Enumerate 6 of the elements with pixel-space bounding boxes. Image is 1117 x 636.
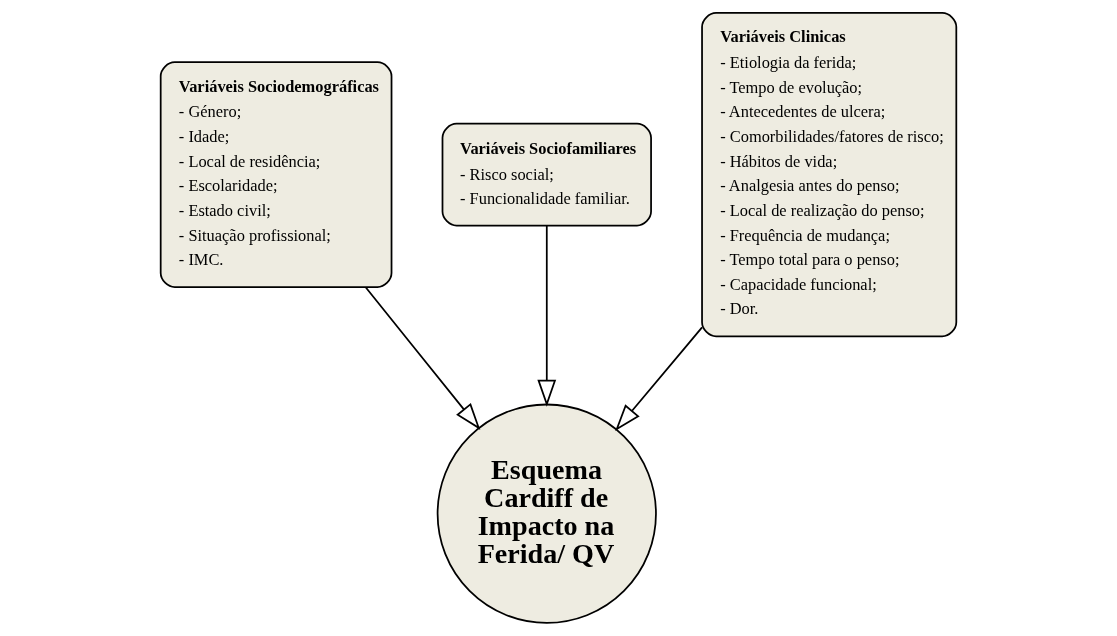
arrow xyxy=(365,286,481,430)
arrow xyxy=(537,225,557,407)
node-box: Variáveis Sociofamiliares - Risco social; - Funcionalidade familiar. xyxy=(441,122,652,227)
node-box: Variáveis Sociodemográficas - Género; - Idade; - Local de residência; - Escolaridade; - Estado civil; - Situação profissional; - IMC. xyxy=(159,61,393,288)
arrow xyxy=(615,326,703,432)
node-box: Variáveis Clinicas - Etiologia da ferida; - Tempo de evolução; - Antecedentes de ulcera; - Comorbilidades/fatores de risco; - Hábitos de vida; - Analgesia antes do penso; - Local de realização do penso; - Frequência de mudança; - Tempo total para o penso; - Capacidade funcional; - Dor. xyxy=(701,12,958,338)
